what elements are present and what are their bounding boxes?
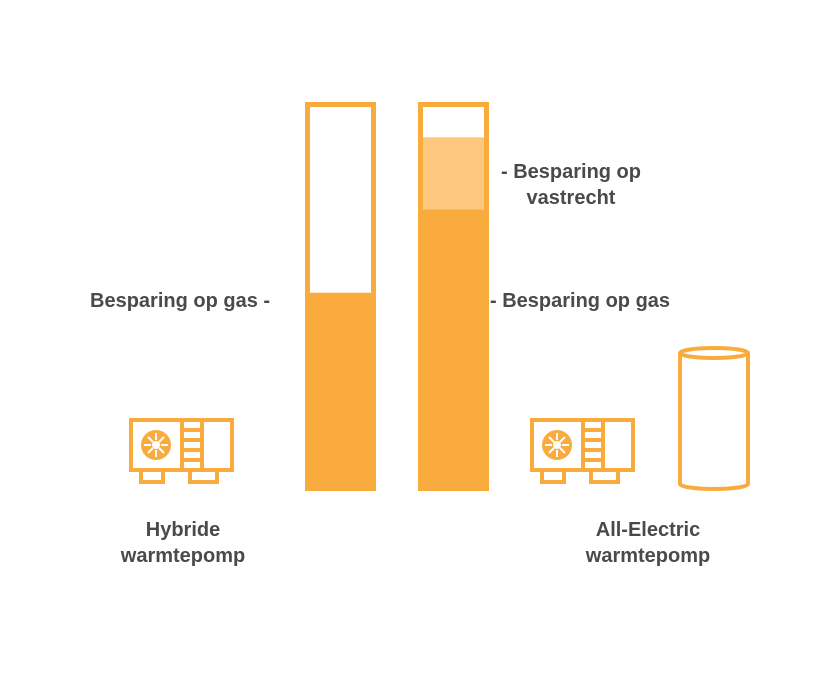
bar-electric-fixed-fill [420,137,487,210]
label-line: vastrecht [526,187,616,209]
electric-gas-savings-label: - Besparing op gas [490,290,671,312]
bar-all-electric [418,102,489,491]
bar-electric-outline [418,102,489,491]
label-line: Hybride [145,519,221,541]
heat-pump-icon [129,418,234,484]
bar-hybrid [305,102,376,491]
electric-fixed-savings-label: - Besparing op vastrecht [490,159,652,211]
label-line: warmtepomp [120,545,246,567]
bar-electric-gas-fill [420,209,487,486]
label-line: All-Electric [595,519,701,541]
label-line: warmtepomp [585,545,711,567]
heat-pump-icon [530,418,635,484]
label-line: - Besparing op [500,161,641,183]
electric-title: All-Electric warmtepomp [565,517,731,569]
boiler-cylinder-icon [678,346,750,491]
hybrid-title: Hybride warmtepomp [100,517,266,569]
hybrid-gas-savings-label: Besparing op gas - [90,290,271,312]
bar-hybrid-gas-fill [307,292,374,486]
bar-hybrid-outline [305,102,376,491]
